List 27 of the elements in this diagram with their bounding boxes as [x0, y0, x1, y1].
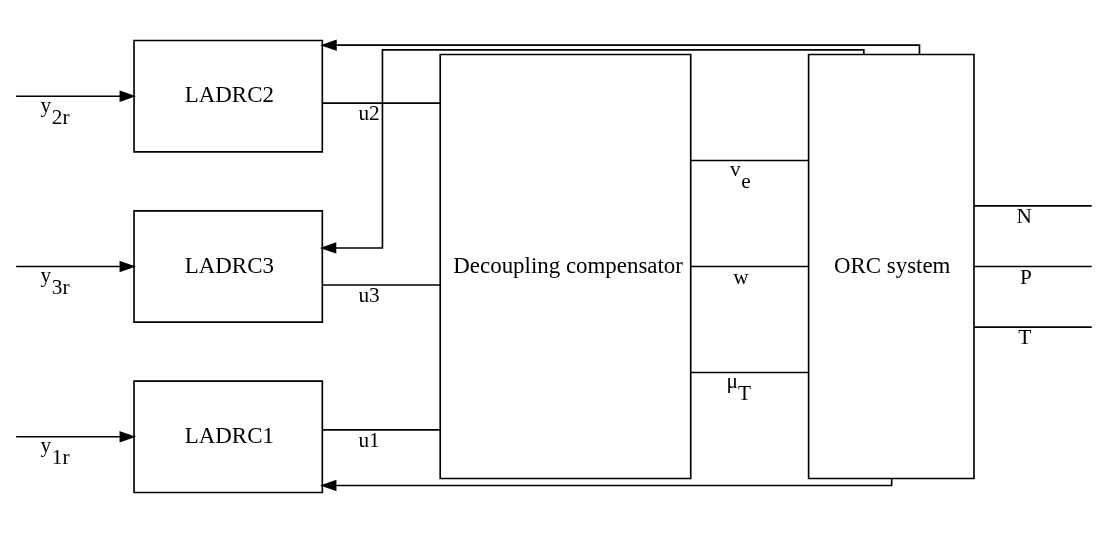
- node-box: ORC system: [807, 53, 975, 480]
- edge-label: u1: [358, 427, 380, 452]
- edge-label: w: [733, 264, 749, 289]
- edge-label: T: [1018, 325, 1032, 350]
- connector: [321, 429, 441, 431]
- arrow: [320, 39, 921, 55]
- node-box: Decoupling compensator: [439, 53, 692, 480]
- edge-label: P: [1019, 264, 1032, 289]
- node-box: LADRC3: [133, 210, 324, 323]
- connector: [690, 159, 809, 162]
- connector: [321, 102, 441, 104]
- arrow: [15, 90, 136, 102]
- edge-label: N: [1016, 203, 1032, 228]
- arrow: [15, 260, 136, 273]
- connector: [973, 326, 1093, 328]
- node-box: LADRC1: [133, 380, 324, 494]
- arrow: [319, 49, 865, 254]
- edge-label: u2: [358, 101, 380, 126]
- node-box: LADRC2: [133, 39, 324, 153]
- connector: [690, 265, 809, 268]
- arrow: [15, 431, 136, 443]
- connector: [973, 205, 1093, 207]
- connector: [690, 371, 809, 374]
- arrow: [320, 477, 893, 492]
- connector: [321, 284, 441, 286]
- connector: [973, 265, 1093, 268]
- edge-label: u3: [358, 283, 380, 308]
